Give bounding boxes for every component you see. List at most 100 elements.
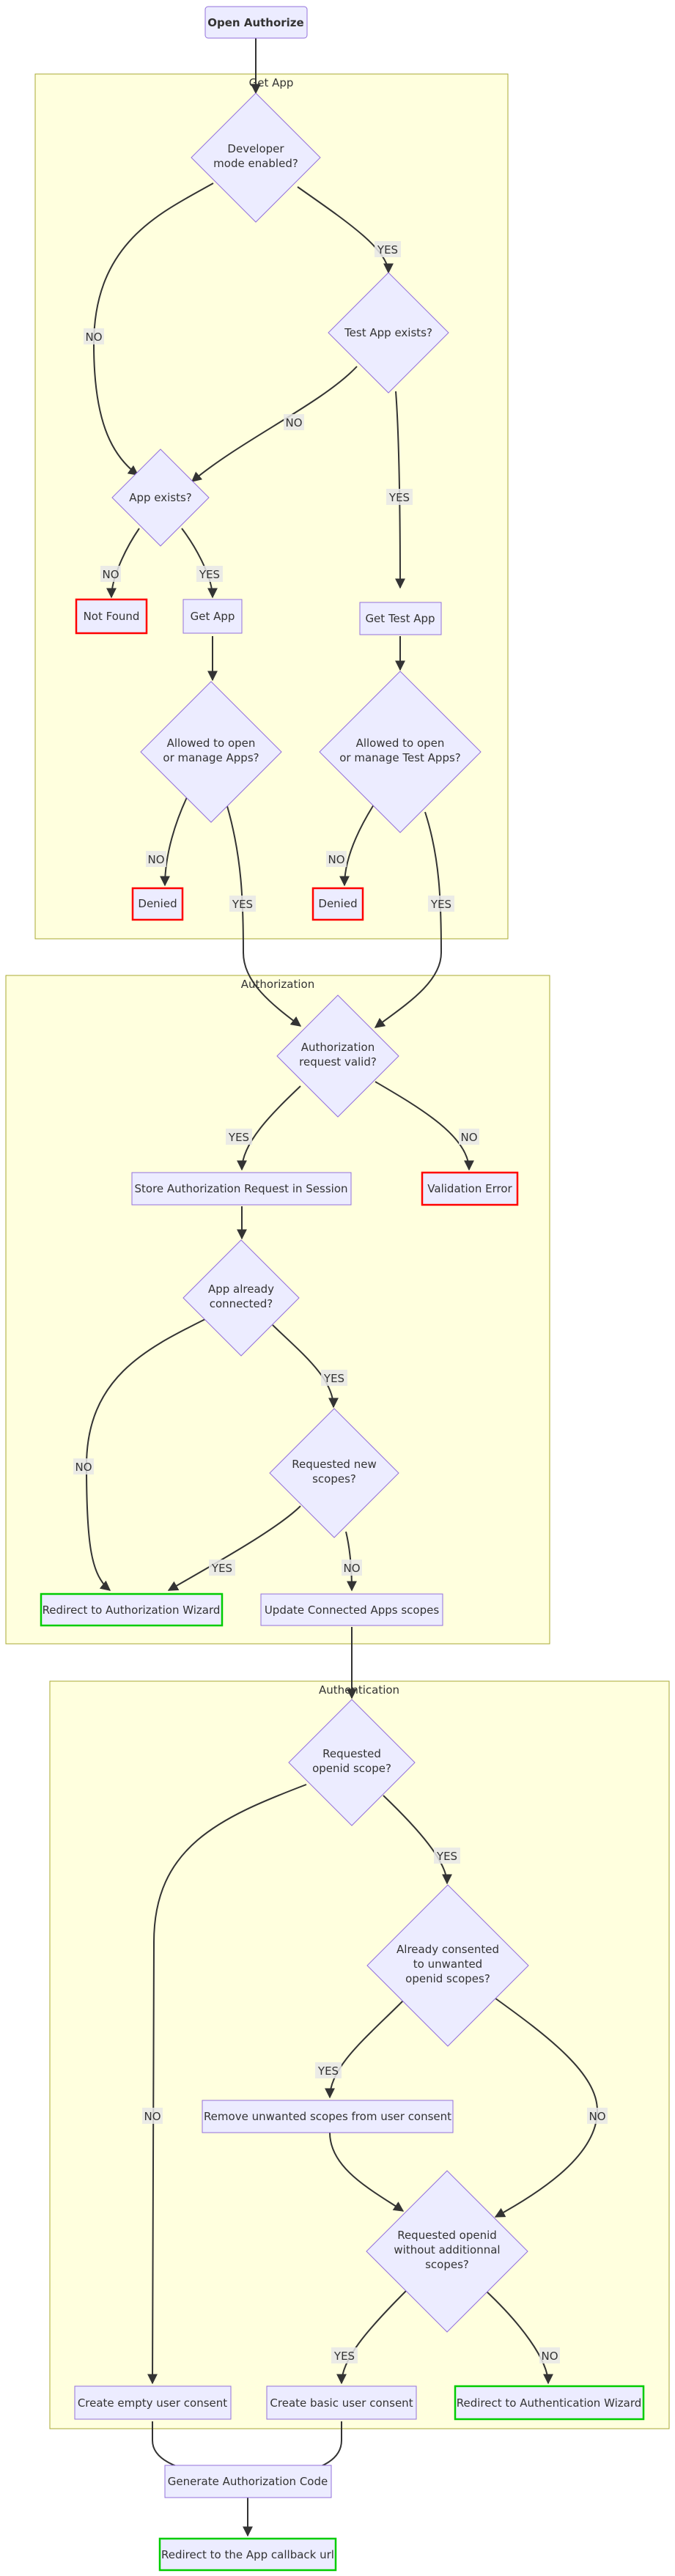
nodes: Open Authorize Developer mode enabled? T… xyxy=(40,6,645,2572)
node-not-found-label: Not Found xyxy=(84,610,140,623)
node-remove-unwanted-scopes: Remove unwanted scopes from user consent xyxy=(202,2100,454,2133)
node-requested-openid-no-additional-line2: without additionnal xyxy=(394,2243,500,2256)
node-generate-auth-code: Generate Authorization Code xyxy=(164,2465,332,2498)
edge-testapp-yes xyxy=(394,391,405,589)
edge-label-allowed-yes: YES xyxy=(229,896,256,912)
svg-text:YES: YES xyxy=(323,1372,344,1385)
edge-consented-yes xyxy=(325,2000,404,2099)
node-requested-new-scopes: Requested new scopes? xyxy=(269,1408,399,1538)
svg-text:NO: NO xyxy=(343,1562,360,1575)
edge-label-devmode-yes: YES xyxy=(375,241,401,257)
node-app-already-connected: App already connected? xyxy=(182,1239,300,1357)
svg-text:YES: YES xyxy=(436,1850,457,1863)
node-redirect-auth-wizard-label: Redirect to Authorization Wizard xyxy=(43,1603,221,1617)
svg-text:NO: NO xyxy=(285,416,302,429)
edge-appexists-no xyxy=(106,528,140,599)
node-remove-unwanted-scopes-label: Remove unwanted scopes from user consent xyxy=(204,2110,451,2123)
node-get-app-label: Get App xyxy=(191,610,235,623)
node-allowed-apps: Allowed to open or manage Apps? xyxy=(140,681,282,823)
node-app-already-connected-line1: App already xyxy=(208,1283,274,1296)
node-auth-request-valid-line2: request valid? xyxy=(299,1055,377,1069)
edge-openid-yes xyxy=(383,1795,452,1885)
node-app-exists-label: App exists? xyxy=(129,491,192,504)
svg-text:NO: NO xyxy=(102,568,119,581)
node-allowed-apps-line1: Allowed to open xyxy=(167,737,256,750)
edge-label-testapp-yes: YES xyxy=(386,489,413,505)
node-already-consented-line2: to unwanted xyxy=(413,1957,482,1971)
node-denied-2-label: Denied xyxy=(318,897,357,910)
svg-text:YES: YES xyxy=(232,898,253,911)
node-update-connected-scopes: Update Connected Apps scopes xyxy=(260,1593,443,1626)
node-allowed-test-apps: Allowed to open or manage Test Apps? xyxy=(319,671,482,833)
edge-noadd-yes xyxy=(336,2289,407,2385)
svg-text:YES: YES xyxy=(228,1131,249,1144)
node-get-test-app-label: Get Test App xyxy=(365,612,435,625)
node-get-test-app: Get Test App xyxy=(359,602,442,635)
svg-text:NO: NO xyxy=(328,853,344,866)
edge-label-openid-yes: YES xyxy=(434,1848,460,1864)
node-denied-2: Denied xyxy=(311,887,364,921)
node-open-authorize-label: Open Authorize xyxy=(207,16,303,29)
edge-allowedtest-yes xyxy=(374,811,443,1028)
node-requested-openid: Requested openid scope? xyxy=(288,1699,416,1826)
node-requested-openid-no-additional: Requested openid without additionnal sco… xyxy=(366,2170,528,2333)
node-already-consented-line1: Already consented xyxy=(396,1943,499,1956)
edge-newscopes-yes xyxy=(167,1505,301,1591)
node-validation-error: Validation Error xyxy=(421,1171,519,1206)
edge-labels: NO YES NO YES NO YES NO YES NO YES YES N… xyxy=(73,241,608,2363)
node-redirect-auth-wizard: Redirect to Authorization Wizard xyxy=(40,1593,224,1627)
edge-connected-no xyxy=(85,1318,206,1591)
svg-text:YES: YES xyxy=(317,2064,339,2078)
svg-text:YES: YES xyxy=(199,568,220,581)
svg-text:NO: NO xyxy=(75,1461,92,1474)
edge-label-appexists-yes: YES xyxy=(196,566,223,582)
node-developer-mode-line2: mode enabled? xyxy=(213,157,298,170)
node-validation-error-label: Validation Error xyxy=(427,1182,512,1195)
svg-text:YES: YES xyxy=(430,898,451,911)
node-requested-openid-line2: openid scope? xyxy=(312,1762,391,1775)
edge-label-newscopes-yes: YES xyxy=(209,1560,235,1576)
node-auth-request-valid: Authorization request valid? xyxy=(276,994,399,1118)
edge-authvalid-no xyxy=(375,1081,474,1171)
node-redirect-callback: Redirect to the App callback url xyxy=(158,2537,337,2572)
svg-text:NO: NO xyxy=(147,853,164,866)
node-app-exists: App exists? xyxy=(111,449,210,547)
edge-noadd-no xyxy=(484,2289,553,2385)
edge-label-testapp-no: NO xyxy=(284,414,304,430)
node-test-app-exists: Test App exists? xyxy=(328,272,449,394)
svg-text:NO: NO xyxy=(541,2350,558,2363)
node-create-basic-consent: Create basic user consent xyxy=(266,2385,417,2420)
svg-text:NO: NO xyxy=(85,331,102,344)
edge-label-consented-no: NO xyxy=(587,2108,608,2124)
node-requested-new-scopes-line1: Requested new xyxy=(292,1458,376,1471)
svg-text:YES: YES xyxy=(377,243,398,257)
svg-text:YES: YES xyxy=(388,491,410,504)
node-denied-1-label: Denied xyxy=(138,897,177,910)
node-create-basic-consent-label: Create basic user consent xyxy=(270,2396,413,2410)
edge-testapp-no xyxy=(191,366,358,482)
node-already-consented-line3: openid scopes? xyxy=(405,1972,490,1985)
edge-label-allowedtest-no: NO xyxy=(326,851,347,867)
node-redirect-callback-label: Redirect to the App callback url xyxy=(161,2548,334,2561)
node-create-empty-consent: Create empty user consent xyxy=(74,2385,232,2420)
edge-label-noadd-no: NO xyxy=(539,2347,560,2363)
node-allowed-test-apps-line1: Allowed to open xyxy=(356,737,445,750)
node-developer-mode-line1: Developer xyxy=(227,142,284,155)
edge-label-authvalid-yes: YES xyxy=(226,1129,252,1145)
edge-appexists-yes xyxy=(181,528,218,599)
node-get-app: Get App xyxy=(182,599,243,634)
edge-allowed-yes xyxy=(226,805,302,1027)
node-test-app-exists-label: Test App exists? xyxy=(344,326,432,339)
node-store-auth-request: Store Authorization Request in Session xyxy=(131,1172,352,1206)
edge-openid-no xyxy=(147,1784,307,2385)
edge-label-authvalid-no: NO xyxy=(459,1129,479,1145)
edge-label-openid-no: NO xyxy=(142,2108,163,2124)
edge-label-allowedtest-yes: YES xyxy=(428,896,454,912)
node-store-auth-request-label: Store Authorization Request in Session xyxy=(134,1182,347,1195)
edge-label-consented-yes: YES xyxy=(315,2062,342,2078)
node-redirect-authn-wizard: Redirect to Authentication Wizard xyxy=(454,2385,645,2421)
cluster-authentication-label: Authentication xyxy=(319,1683,399,1697)
svg-text:NO: NO xyxy=(589,2110,605,2123)
node-not-found: Not Found xyxy=(75,598,148,635)
